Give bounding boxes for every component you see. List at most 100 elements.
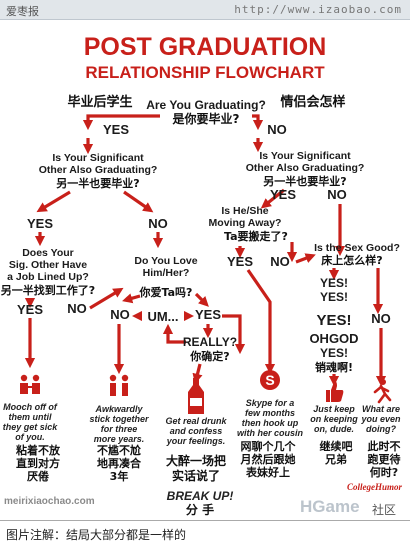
q-really: REALLY? xyxy=(183,335,237,349)
q-sex: Is the Sex Good? xyxy=(314,242,400,254)
sex-yes-l1: YES! xyxy=(320,276,348,290)
q-love-cn: 你爱Ta吗? xyxy=(139,285,193,299)
beer-bottle-icon xyxy=(188,378,204,414)
keepon-cn1: 继续吧 xyxy=(320,439,353,453)
arrow-start-yes xyxy=(82,114,160,131)
sex-yes-l4: OHGOD xyxy=(309,331,358,346)
grad-yes-label: YES xyxy=(27,216,53,231)
awkward-l4: more years. xyxy=(94,434,145,444)
whatdoing-l2: you even xyxy=(360,414,401,424)
awkward-l3: for three xyxy=(101,424,138,434)
keepon-l2: on keeping xyxy=(310,414,358,424)
skype-icon: S xyxy=(260,370,280,390)
awkward-l1: Awkwardly xyxy=(94,404,143,414)
start-question: Are You Graduating? xyxy=(146,98,266,112)
title-cn-left: 毕业后学生 xyxy=(67,94,132,110)
whatdoing-cn3: 何时? xyxy=(370,465,398,479)
title-line1: POST GRADUATION xyxy=(84,33,327,61)
drunk-cn1: 大醉一场把 xyxy=(166,453,226,468)
start-question-cn: 是你要毕业? xyxy=(172,111,240,126)
credit-collegehumor: CollegeHumor xyxy=(347,482,402,492)
q-moving-l2: Moving Away? xyxy=(209,217,282,229)
q-sex-cn: 床上怎么样? xyxy=(321,253,382,267)
q-job-cn: 另一半找到工作了? xyxy=(1,283,95,297)
drunk-l3: your feelings. xyxy=(166,436,226,446)
whatdoing-cn2: 跑更待 xyxy=(368,452,401,466)
moving-yes-label: YES xyxy=(227,254,253,269)
breakup-cn: 分 手 xyxy=(186,502,214,517)
watermark-community: 社区 xyxy=(372,502,396,517)
keepon-cn2: 兄弟 xyxy=(324,452,347,466)
skype-cn2: 月然后跟她 xyxy=(240,452,296,466)
arrow-r-yes xyxy=(260,188,285,209)
whatdoing-l3: doing? xyxy=(366,424,396,434)
q-job-l1: Does Your xyxy=(22,247,74,259)
awkward-cn3: 3年 xyxy=(110,469,129,483)
mooch-cn1: 粘着不放 xyxy=(16,443,61,457)
couple-icon xyxy=(20,374,40,394)
skype-cn3: 表妹好上 xyxy=(245,465,290,479)
svg-text:S: S xyxy=(265,372,274,388)
q-love-l1: Do You Love xyxy=(134,255,197,267)
awkward-l2: stick together xyxy=(89,414,149,424)
start-no-label: NO xyxy=(267,122,287,137)
q-job-l3: a Job Lined Up? xyxy=(7,271,89,283)
q-other-grad2-l1: Is Your Significant xyxy=(259,150,351,162)
site-url[interactable]: http://www.izaobao.com xyxy=(234,3,402,16)
q-job-l2: Sig. Other Have xyxy=(9,259,87,271)
awkward-cn2: 地再凑合 xyxy=(97,456,142,470)
q-other-grad-l1: Is Your Significant xyxy=(52,152,144,164)
sex-yes-l2: YES! xyxy=(320,290,348,304)
whatdoing-cn1: 此时不 xyxy=(368,439,401,453)
awkward-cn1: 不尴不尬 xyxy=(97,443,141,457)
keepon-l1: Just keep xyxy=(313,404,355,414)
arrow-grad-no xyxy=(123,190,154,213)
arrow-really-back xyxy=(162,323,186,344)
mooch-l1: Mooch off of xyxy=(3,402,58,412)
q-other-grad2-l2: Other Also Graduating? xyxy=(246,162,365,174)
skype-l3: then hook up xyxy=(242,418,299,428)
q-other-grad-l2: Other Also Graduating? xyxy=(39,164,158,176)
thumbs-up-icon xyxy=(326,381,344,402)
flowchart: POST GRADUATION RELATIONSHIP FLOWCHART 毕… xyxy=(1,33,403,517)
sex-no-label: NO xyxy=(371,311,391,326)
start-yes-label: YES xyxy=(103,122,129,137)
whatdoing-l1: What are xyxy=(362,404,400,414)
sex-yes-l3: YES! xyxy=(316,312,351,329)
skype-l1: Skype for a xyxy=(246,398,295,408)
mooch-cn3: 厌倦 xyxy=(27,469,49,483)
sex-yes-cn: 销魂啊! xyxy=(315,360,353,374)
breakup-label: BREAK UP! xyxy=(167,489,234,503)
arrow-job-no xyxy=(89,287,124,310)
um-label: UM... xyxy=(147,309,178,324)
drunk-cn2: 实话说了 xyxy=(172,468,220,483)
arrow-yes-to-drunk xyxy=(222,314,246,355)
grad-no-label: NO xyxy=(148,216,168,231)
keepon-l3: on, dude. xyxy=(314,424,354,434)
caption-text: 图片注解：结局大部分都是一样的 xyxy=(6,528,187,542)
q-moving-l1: Is He/She xyxy=(221,205,268,217)
q-other-grad-cn: 另一半也要毕业? xyxy=(56,176,139,190)
credit-left: meirixiaochao.com xyxy=(4,496,95,507)
q-moving-cn: Ta要搬走了? xyxy=(224,229,288,243)
title-line2: RELATIONSHIP FLOWCHART xyxy=(85,63,325,82)
title-cn-right: 情侣会怎样 xyxy=(280,94,345,110)
q-really-cn: 你确定? xyxy=(189,349,229,363)
drunk-l1: Get real drunk xyxy=(165,416,227,426)
drunk-l2: and confess xyxy=(170,426,223,436)
skype-l2: few months xyxy=(245,408,295,418)
site-name-left: 爱枣报 xyxy=(6,6,39,18)
q-love-l2: Him/Her? xyxy=(143,267,190,279)
arrow-love-no xyxy=(122,293,141,304)
arrow-moving-no-to-sex xyxy=(295,253,316,264)
watermark-hgame: HGame xyxy=(300,497,360,516)
awkward-couple-icon xyxy=(109,374,129,396)
caption-bar: 图片注解：结局大部分都是一样的 xyxy=(0,520,410,545)
arrow-moving-yes-to-skype xyxy=(246,269,276,375)
job-no-label: NO xyxy=(67,301,87,316)
running-icon xyxy=(373,379,392,404)
mooch-l3: they get sick xyxy=(3,422,59,432)
job-yes-label: YES xyxy=(17,302,43,317)
site-header-bar: 爱枣报 http://www.izaobao.com xyxy=(0,0,410,20)
arrow-grad-yes xyxy=(36,190,71,213)
